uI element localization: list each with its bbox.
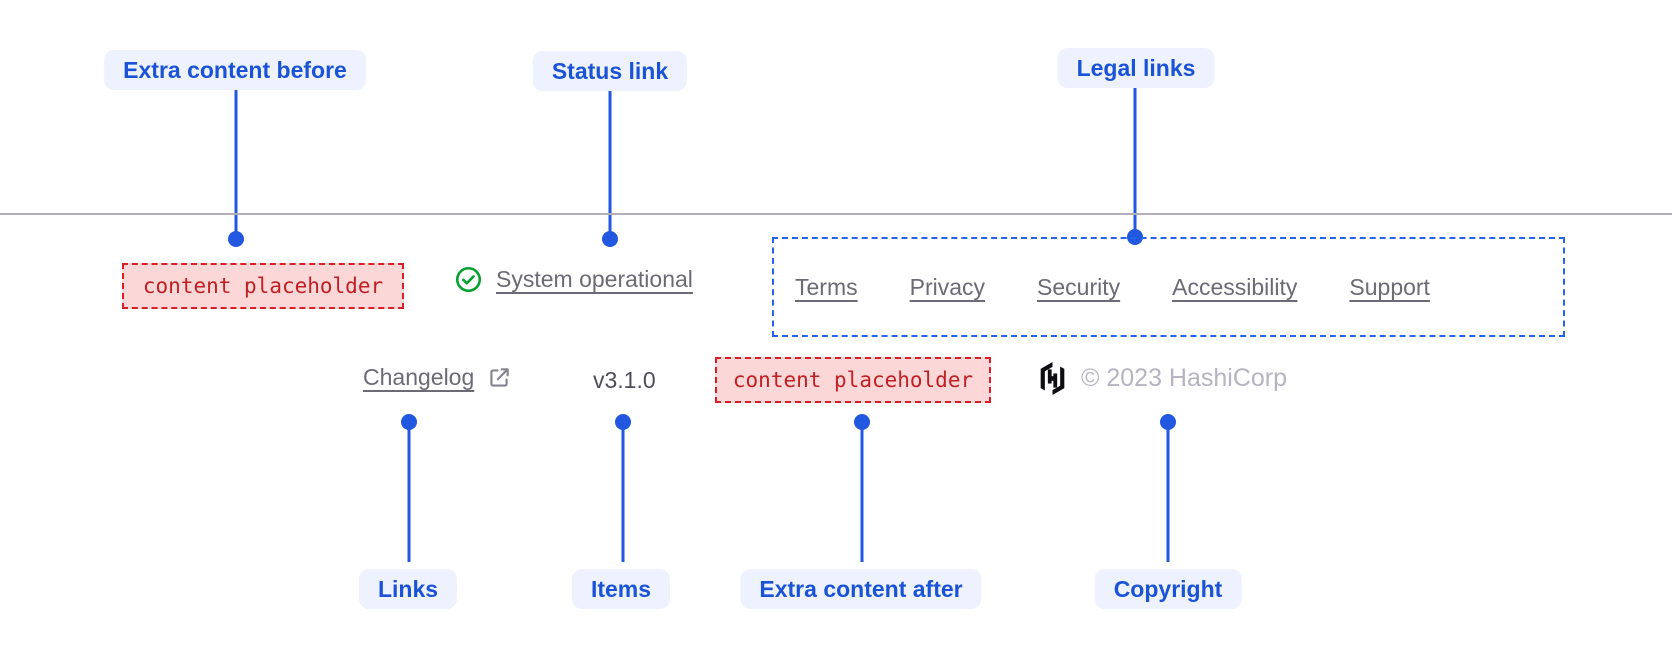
status-link-label: System operational [496,266,693,292]
annotation-dot-status-link [602,231,618,247]
hashicorp-logo-icon [1037,362,1068,395]
extra-content-before-placeholder: content placeholder [122,263,404,309]
copyright: © 2023 HashiCorp [1037,362,1287,395]
legal-link-support[interactable]: Support [1349,273,1430,300]
annotation-line-status-link [608,91,612,239]
annotation-line-extra-content-after [860,422,864,562]
copyright-text: © 2023 HashiCorp [1081,364,1288,392]
annotation-line-legal-links [1133,88,1137,237]
footer-top-divider [0,213,1672,215]
status-link[interactable]: System operational [455,266,693,293]
annotation-label-items: Items [571,569,671,609]
changelog-link-label: Changelog [363,364,475,390]
extra-content-after-placeholder: content placeholder [715,357,991,403]
annotation-label-legal-links: Legal links [1057,48,1215,88]
annotation-label-links: Links [358,569,458,609]
legal-links-container: Terms Privacy Security Accessibility Sup… [772,237,1565,337]
legal-link-accessibility[interactable]: Accessibility [1172,273,1298,300]
annotation-label-status-link: Status link [532,51,688,91]
legal-link-terms[interactable]: Terms [795,273,858,300]
legal-link-security[interactable]: Security [1037,273,1121,300]
legal-link-privacy[interactable]: Privacy [909,273,986,300]
version-item: v3.1.0 [593,367,656,393]
annotation-line-copyright [1166,422,1170,562]
annotation-line-links [407,422,411,562]
annotation-dot-extra-content-before [228,231,244,247]
external-link-icon [486,365,512,391]
annotation-line-extra-content-before [234,90,238,239]
annotation-label-copyright: Copyright [1094,569,1242,609]
annotation-line-items [621,422,625,562]
annotation-label-extra-content-after: Extra content after [740,569,982,609]
annotation-label-extra-content-before: Extra content before [104,50,366,90]
changelog-link[interactable]: Changelog [363,364,512,391]
check-circle-icon [455,266,482,293]
